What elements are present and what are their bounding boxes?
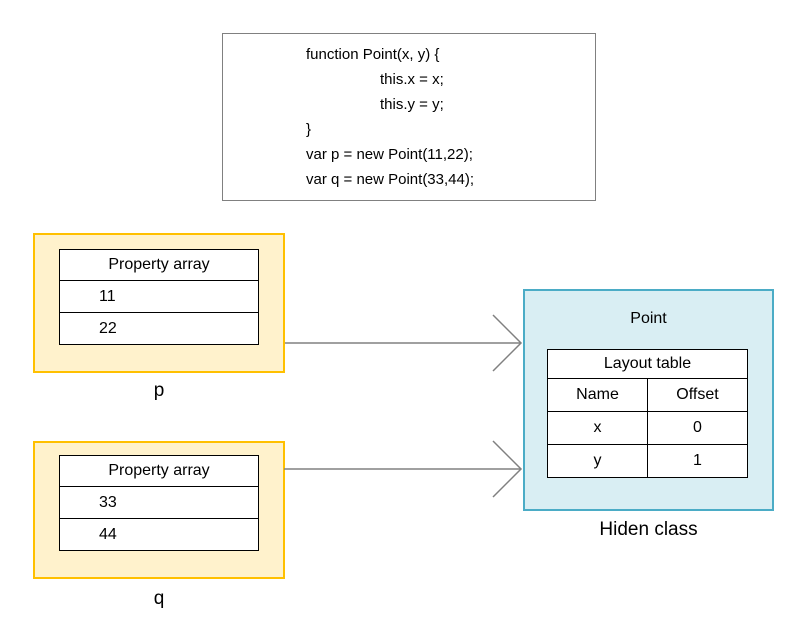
code-line: this.x = x; — [380, 71, 444, 88]
column-header-name: Name — [547, 378, 648, 412]
table-cell: y — [547, 444, 648, 478]
column-header-offset: Offset — [647, 378, 748, 412]
table-row: 33 — [59, 486, 259, 519]
layout-table: Layout table Name Offset x 0 y 1 — [547, 349, 748, 478]
object-p-label: p — [153, 380, 165, 401]
hidden-class-caption: Hiden class — [599, 519, 698, 540]
table-column-header-row: Name Offset — [547, 378, 748, 412]
property-array-table-q: Property array 33 44 — [59, 455, 259, 551]
table-value-cell: 11 — [59, 280, 259, 313]
property-array-table-p: Property array 11 22 — [59, 249, 259, 345]
table-row: x 0 — [547, 411, 748, 445]
hidden-class-title: Point — [630, 310, 667, 327]
table-cell: 0 — [647, 411, 748, 445]
table-row: y 1 — [547, 444, 748, 478]
table-row: 22 — [59, 312, 259, 345]
code-line: var p = new Point(11,22); — [306, 146, 473, 163]
table-cell: x — [547, 411, 648, 445]
code-line: this.y = y; — [380, 96, 444, 113]
table-value-cell: 22 — [59, 312, 259, 345]
arrow-q-head-icon — [492, 440, 523, 498]
table-header-row: Property array — [59, 249, 259, 281]
table-header-cell: Property array — [59, 249, 259, 281]
code-line: function Point(x, y) { — [306, 46, 440, 63]
table-row: 44 — [59, 518, 259, 551]
table-header-cell: Layout table — [547, 349, 748, 379]
table-value-cell: 44 — [59, 518, 259, 551]
table-header-cell: Property array — [59, 455, 259, 487]
arrow-p-to-hidden-class — [285, 314, 523, 372]
arrow-p-head-icon — [492, 314, 523, 372]
code-line: var q = new Point(33,44); — [306, 171, 475, 188]
table-header-row: Layout table — [547, 349, 748, 379]
table-value-cell: 33 — [59, 486, 259, 519]
table-cell: 1 — [647, 444, 748, 478]
arrow-q-to-hidden-class — [284, 440, 523, 498]
table-header-row: Property array — [59, 455, 259, 487]
code-box: function Point(x, y) { this.x = x; this.… — [222, 33, 596, 201]
table-row: 11 — [59, 280, 259, 313]
code-line: } — [306, 121, 312, 138]
object-q-label: q — [153, 588, 165, 609]
